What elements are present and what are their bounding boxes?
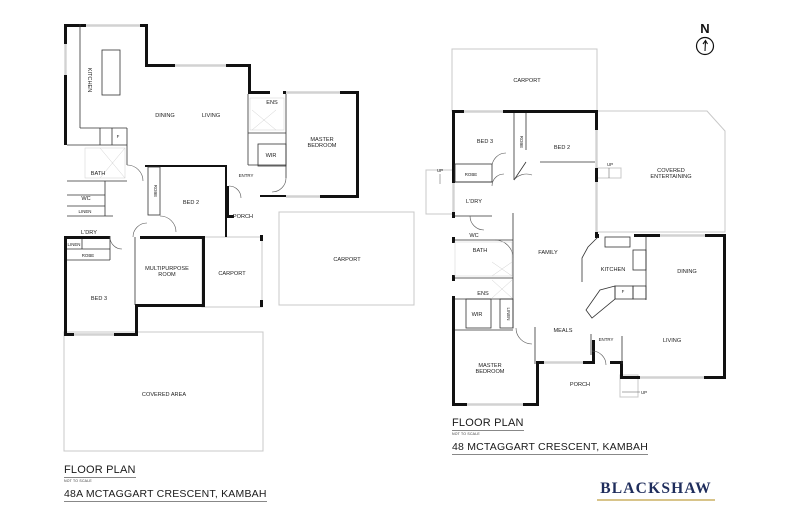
room-label-bed2: BED 2: [554, 145, 570, 151]
plan-title-48a: FLOOR PLAN: [64, 464, 136, 478]
room-label-linen-1: LINEN: [79, 209, 92, 214]
room-label-wc: WC: [469, 233, 478, 239]
room-label-wir: WIR: [472, 312, 483, 318]
room-label-dining: DINING: [155, 113, 175, 119]
room-label-ens: ENS: [477, 291, 489, 297]
room-label-ens: ENS: [266, 100, 278, 106]
room-label-family: FAMILY: [538, 250, 558, 256]
room-label-robe-bed2: ROBE: [153, 185, 158, 198]
room-label-porch: PORCH: [233, 214, 253, 220]
room-label-wc: WC: [81, 196, 90, 202]
room-label-bath: BATH: [473, 248, 488, 254]
room-label-covered-entertaining-2: ENTERTAINING: [650, 174, 691, 180]
room-label-robe-bed2: ROBE: [519, 136, 524, 149]
title-block-48: FLOOR PLAN NOT TO SCALE 48 MCTAGGART CRE…: [452, 413, 649, 455]
north-compass: N: [693, 22, 717, 56]
room-label-entry: ENTRY: [239, 173, 254, 178]
walls-48a: [64, 24, 359, 336]
room-label-master-bedroom-1: MASTER: [310, 137, 333, 143]
north-letter: N: [700, 21, 710, 36]
room-label-porch: PORCH: [570, 382, 590, 388]
carport-large-outline: [278, 211, 415, 306]
room-label-living: LIVING: [202, 113, 220, 119]
stairs-up-label-3: UP: [641, 390, 647, 395]
brand-logo: BLACKSHAW: [597, 480, 715, 501]
covered-area-outline: [63, 331, 264, 452]
room-label-bed2: BED 2: [183, 200, 199, 206]
address-48: 48 MCTAGGART CRESCENT, KAMBAH: [452, 441, 649, 455]
room-label-bath: BATH: [91, 171, 106, 177]
plan-title-48: FLOOR PLAN: [452, 417, 524, 431]
room-label-master-bedroom-2: BEDROOM: [308, 143, 337, 149]
room-label-kitchen: KITCHEN: [86, 68, 92, 93]
room-label-meals: MEALS: [554, 328, 573, 334]
room-label-entry: ENTRY: [599, 337, 614, 342]
room-label-covered-entertaining-1: COVERED: [657, 168, 685, 174]
room-label-multipurpose-1: MULTIPURPOSE: [145, 266, 189, 272]
room-label-carport-large: CARPORT: [333, 257, 361, 263]
room-label-carport-small: CARPORT: [218, 271, 246, 277]
room-label-covered-area: COVERED AREA: [142, 392, 186, 398]
north-arrow-icon: [695, 36, 715, 56]
room-label-dining: DINING: [677, 269, 697, 275]
title-block-48a: FLOOR PLAN NOT TO SCALE 48A MCTAGGART CR…: [64, 460, 267, 502]
room-label-wir: WIR: [266, 153, 277, 159]
room-label-master-bedroom-1: MASTER: [478, 363, 501, 369]
scale-note-48a: NOT TO SCALE: [64, 479, 92, 483]
room-label-master-bedroom-2: BEDROOM: [476, 369, 505, 375]
room-label-robe-bed3: ROBE: [465, 172, 478, 177]
brand-underline: [597, 499, 715, 501]
address-48a: 48A MCTAGGART CRESCENT, KAMBAH: [64, 488, 267, 502]
plan-48a: KITCHEN DINING LIVING ENS MASTER BEDROOM…: [63, 24, 415, 452]
stairs-up-label-1: UP: [437, 168, 443, 173]
fridge-label: F: [117, 134, 120, 139]
room-label-laundry: L'DRY: [81, 230, 97, 236]
room-label-multipurpose-2: ROOM: [158, 272, 176, 278]
room-label-linen-2: LINEN: [68, 242, 81, 247]
plan-48: CARPORT BED 3 ROBE BED 2 ROBE UP UP UP C…: [425, 48, 726, 406]
fridge-label: F: [622, 289, 625, 294]
walls-48: [439, 110, 726, 406]
room-label-laundry: L'DRY: [466, 199, 482, 205]
room-label-bed3: BED 3: [91, 296, 107, 302]
room-label-linen: LINEN: [506, 308, 511, 321]
room-label-bed3: BED 3: [477, 139, 493, 145]
scale-note-48: NOT TO SCALE: [452, 432, 480, 436]
room-label-carport: CARPORT: [513, 78, 541, 84]
room-label-kitchen: KITCHEN: [601, 267, 626, 273]
room-label-living: LIVING: [663, 338, 681, 344]
stairs-up-label-2: UP: [607, 162, 613, 167]
room-label-robe-bed3: ROBE: [82, 253, 95, 258]
brand-name: BLACKSHAW: [600, 480, 712, 497]
